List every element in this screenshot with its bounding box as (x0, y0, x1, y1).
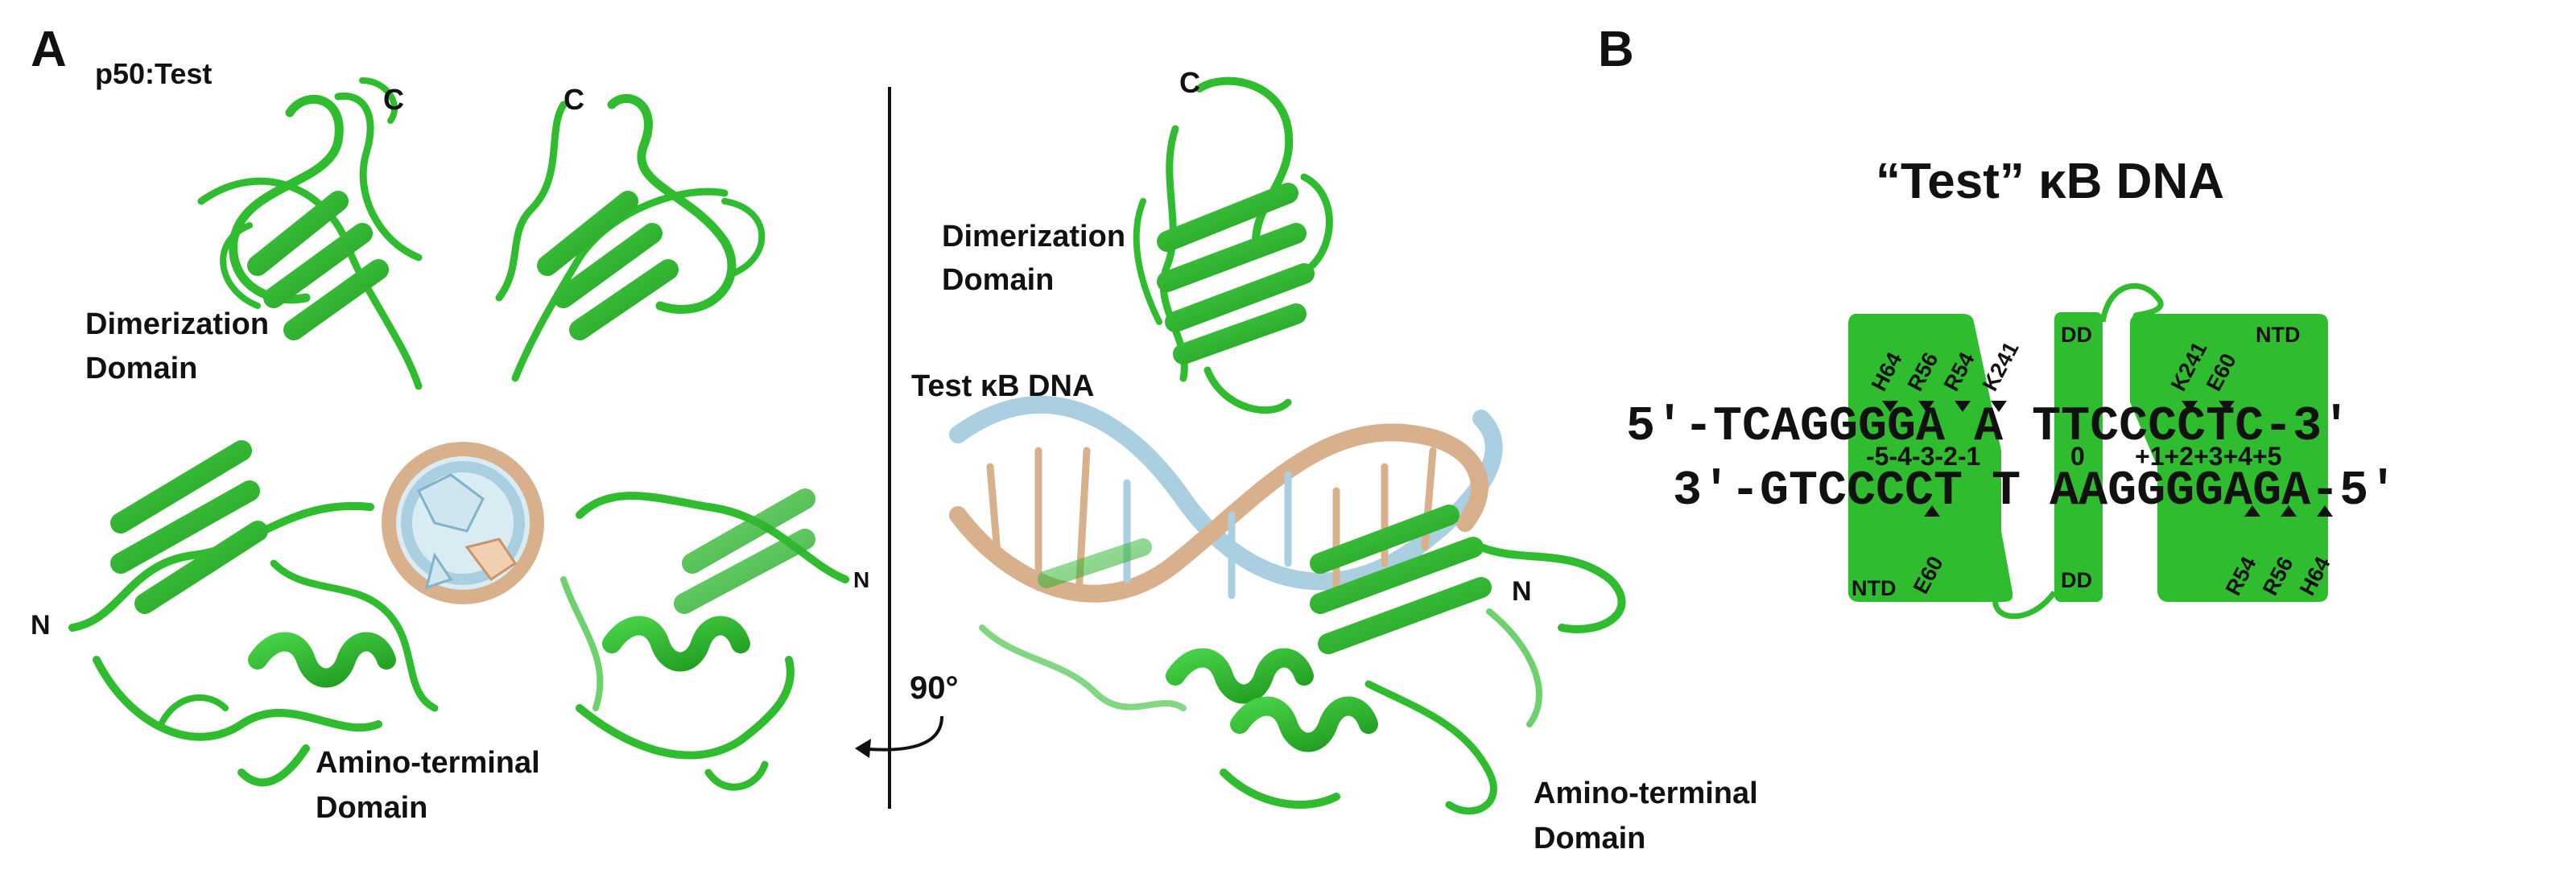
left-amino-terminal-domain (68, 440, 439, 787)
right-ntd-block (2130, 314, 2328, 602)
right-ntd-line-1: Amino-terminal (1534, 777, 1758, 810)
ntd-label-line-1: Amino-terminal (316, 746, 540, 780)
right-dimerization-line-2: Domain (942, 263, 1054, 297)
amino-terminal-domain-label: Amino-terminal Domain (316, 746, 548, 825)
dna-end-on-view (382, 442, 544, 604)
right-dimerization-line-1: Dimerization (942, 220, 1125, 253)
residue-k241-top-left: K241 (1978, 338, 2024, 395)
positions-left: -5-4-3-2-1 (1866, 442, 1980, 471)
right-view-ntd-label: Amino-terminal Domain (1534, 777, 1766, 855)
panel-b-letter: B (1598, 22, 1634, 77)
right-view-c-terminus: C (1179, 66, 1200, 99)
positions-right: +1+2+3+4+5 (2135, 442, 2281, 471)
left-ntd-block (1848, 313, 2013, 602)
right-dimerization-domain (495, 93, 766, 382)
dd-block-bottom (2054, 515, 2103, 602)
right-view-dimerization-label: Dimerization Domain (942, 220, 1134, 297)
rotation-indicator: 90° (855, 87, 959, 809)
bottom-strand: 3'-GTCCCCT T AAGGGGAGA-5' (1673, 464, 2397, 519)
linker-bottom (1992, 590, 2057, 620)
ntd-label-bottom: NTD (1852, 576, 1897, 600)
right-view-dna-label: Test κB DNA (911, 369, 1094, 403)
rotation-arrow (859, 715, 943, 752)
ntd-label-top: NTD (2256, 323, 2301, 347)
structure-left-view: C C Dimerization Domain N N Amino-termin… (31, 77, 869, 825)
dimerization-label-line-2: Domain (85, 352, 197, 385)
structure-right-view: C Dimerization Domain Test κB DNA N Amin… (911, 66, 1766, 855)
right-amino-terminal-domain (560, 488, 849, 791)
right-ntd-line-2: Domain (1534, 822, 1645, 855)
ntd-label-line-2: Domain (316, 791, 427, 825)
complex-label: p50:Test (95, 57, 212, 90)
left-dimerization-domain (197, 77, 423, 390)
rotation-label: 90° (910, 670, 959, 706)
dd-label-top: DD (2061, 323, 2092, 347)
panel-b-title: “Test” κB DNA (1876, 154, 2224, 209)
protein-contact-map (1848, 282, 2328, 620)
top-strand: 5'-TCAGGGGA A TTCCCCTC-3' (1626, 400, 2351, 455)
panel-a-letter: A (31, 22, 67, 77)
rotation-arrow-head (855, 739, 871, 758)
position-center: 0 (2070, 442, 2085, 471)
c-terminus-right: C (564, 83, 584, 116)
right-view-amino-terminal-domain (979, 505, 1626, 815)
n-terminus-left: N (31, 610, 51, 641)
c-terminus-left: C (383, 83, 404, 116)
right-view-n-terminus: N (1512, 576, 1532, 607)
contact-markers (1882, 401, 2333, 517)
n-terminus-right: N (853, 567, 869, 592)
linker-top (2099, 282, 2164, 323)
dd-label-bottom: DD (2061, 568, 2092, 592)
dimerization-domain-label: Dimerization Domain (85, 307, 278, 385)
right-view-dimerization-domain (1133, 76, 1333, 414)
dimerization-label-line-1: Dimerization (85, 307, 269, 341)
